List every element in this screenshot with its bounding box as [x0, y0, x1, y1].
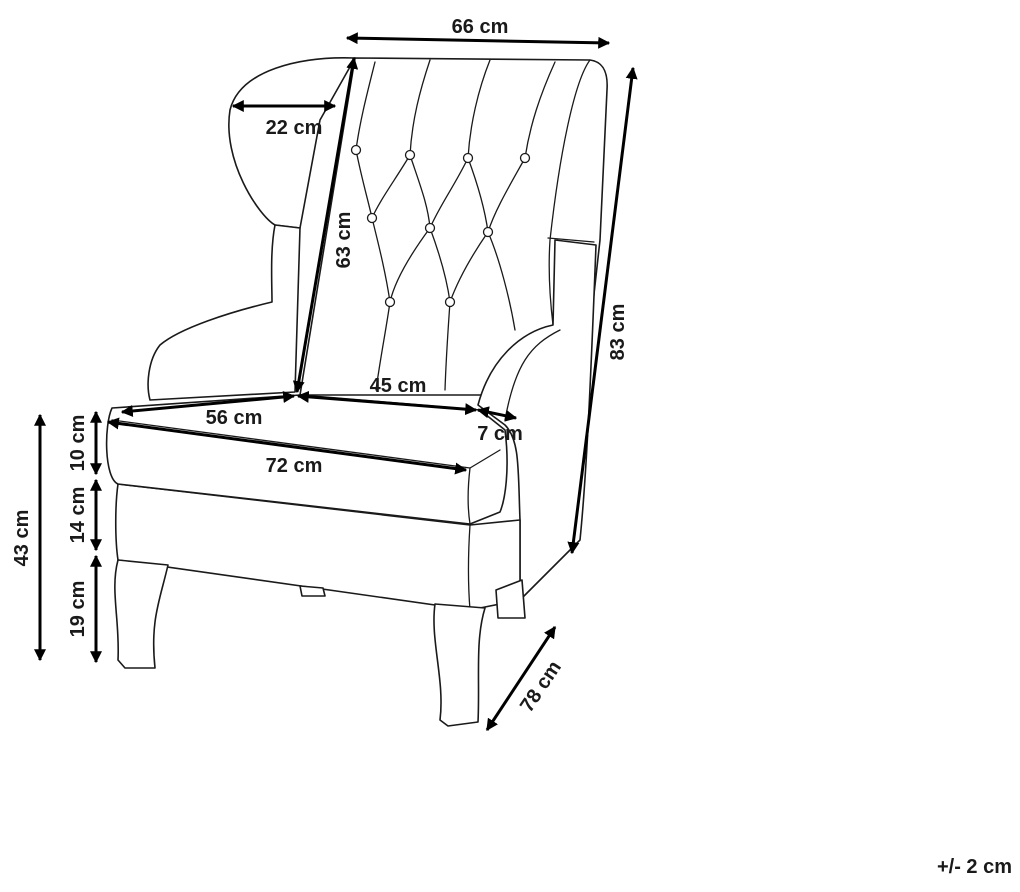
seat-cushion-front: [467, 467, 471, 525]
tufting-lines: [355, 59, 556, 391]
seat-height-label: 43 cm: [11, 510, 33, 567]
seat-depth-line: [120, 391, 296, 417]
arm-width-label: 7 cm: [477, 423, 523, 445]
left-armrest: [147, 224, 301, 401]
seat-depth-label: 56 cm: [206, 407, 263, 429]
front-left-leg: [114, 559, 169, 669]
seat-width-label: 45 cm: [370, 375, 427, 397]
total-height-label: 83 cm: [607, 304, 629, 361]
base-height-label: 14 cm: [67, 487, 89, 544]
total-height-line: [567, 66, 638, 555]
cushion-length-line: [106, 417, 468, 475]
leg-height-label: 19 cm: [67, 581, 89, 638]
cushion-length-label: 72 cm: [266, 455, 323, 477]
dimension-lines: [34, 32, 638, 732]
arm-width-line: [476, 406, 518, 422]
seat-base-seam: [467, 524, 471, 611]
total-depth-label: 78 cm: [516, 657, 566, 716]
top-width-label: 66 cm: [452, 16, 509, 38]
cushion-height-label: 10 cm: [67, 415, 89, 472]
wing-width-label: 22 cm: [266, 117, 323, 139]
seat-width-line: [296, 390, 478, 416]
top-width-line: [345, 32, 611, 49]
backrest-height-line: [292, 56, 359, 394]
tolerance-note: +/- 2 cm: [937, 856, 1012, 878]
front-right-leg: [433, 603, 486, 727]
total-depth-line: [485, 625, 557, 732]
backrest-height-label: 63 cm: [333, 212, 355, 269]
back-right-leg: [495, 579, 526, 619]
back-left-leg: [299, 585, 326, 597]
right-armrest-roll: [504, 329, 561, 421]
armchair-drawing: [105, 57, 608, 727]
seat-base: [114, 483, 521, 611]
